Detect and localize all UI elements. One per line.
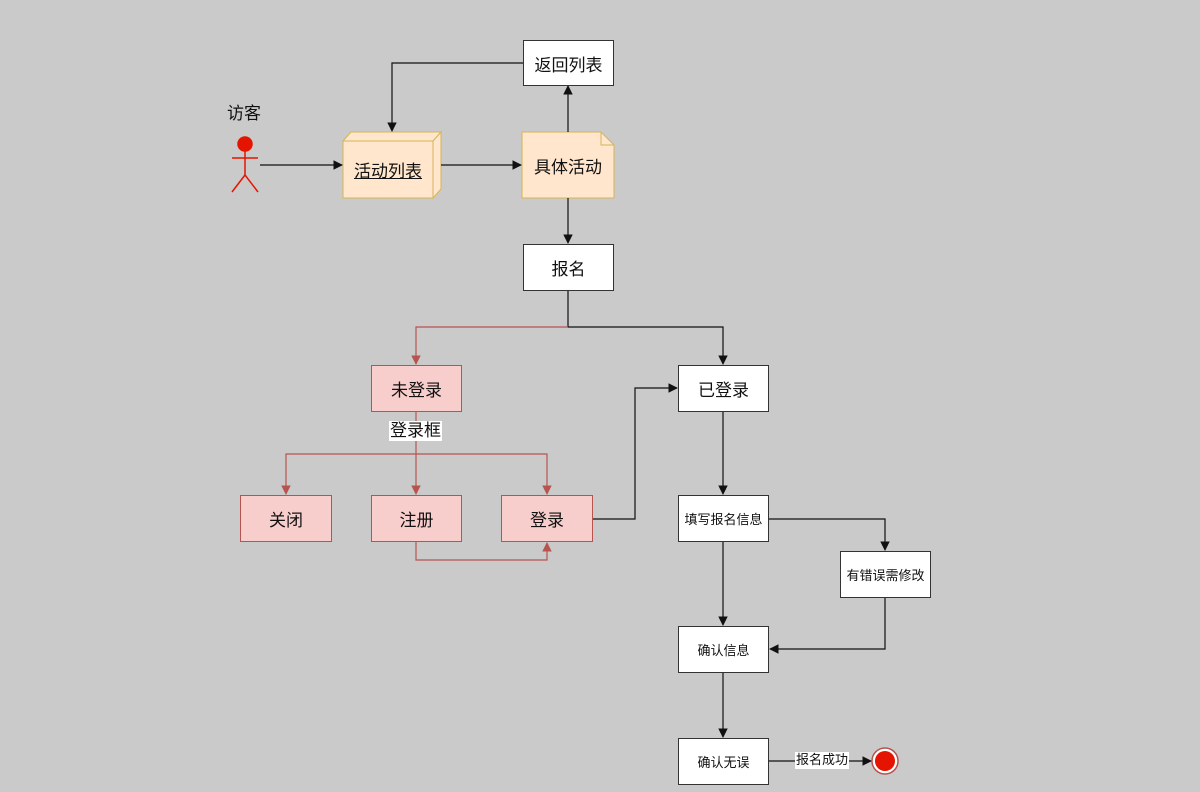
edge-box-to-login bbox=[416, 453, 552, 495]
back-to-list-node[interactable]: 返回列表 bbox=[523, 40, 614, 86]
login-box-edge-label: 登录框 bbox=[389, 421, 442, 441]
logged-in-node[interactable]: 已登录 bbox=[678, 365, 769, 412]
register-label: 注册 bbox=[399, 511, 434, 531]
edge-fill-to-fix bbox=[769, 518, 890, 551]
fill-info-node[interactable]: 填写报名信息 bbox=[678, 495, 769, 542]
confirmed-ok-node[interactable]: 确认无误 bbox=[678, 738, 769, 785]
needs-fix-label: 有错误需修改 bbox=[846, 569, 925, 584]
edge-signup-to-logged-in bbox=[567, 291, 728, 365]
edge-box-to-close bbox=[281, 453, 416, 495]
activity-detail-label: 具体活动 bbox=[534, 157, 602, 178]
close-label: 关闭 bbox=[269, 511, 303, 531]
register-node[interactable]: 注册 bbox=[371, 495, 462, 542]
signup-node[interactable]: 报名 bbox=[523, 244, 614, 291]
login-node[interactable]: 登录 bbox=[501, 495, 593, 542]
needs-fix-node[interactable]: 有错误需修改 bbox=[840, 551, 931, 598]
signup-success-edge-label: 报名成功 bbox=[795, 752, 850, 769]
actor-figure bbox=[231, 136, 259, 193]
confirmed-ok-label: 确认无误 bbox=[697, 756, 750, 771]
logged-in-label: 已登录 bbox=[698, 381, 749, 401]
close-node[interactable]: 关闭 bbox=[240, 495, 332, 542]
back-to-list-label: 返回列表 bbox=[534, 55, 603, 76]
edge-register-to-login bbox=[415, 542, 552, 561]
actor-label: 访客 bbox=[227, 104, 261, 124]
confirm-info-label: 确认信息 bbox=[697, 644, 750, 659]
not-logged-in-node[interactable]: 未登录 bbox=[371, 365, 462, 412]
end-state bbox=[871, 747, 899, 775]
fill-info-label: 填写报名信息 bbox=[684, 513, 763, 528]
edge-back-to-list bbox=[387, 62, 523, 132]
activity-detail-node[interactable]: 具体活动 bbox=[522, 132, 614, 198]
login-label: 登录 bbox=[530, 511, 564, 531]
activity-list-node[interactable]: 活动列表 bbox=[343, 141, 433, 198]
signup-label: 报名 bbox=[551, 260, 586, 280]
activity-detail-note-shape bbox=[521, 131, 615, 199]
edge-signup-to-not-logged-in bbox=[411, 326, 568, 365]
activity-list-label: 活动列表 bbox=[354, 162, 422, 182]
edge-login-to-logged-in bbox=[593, 383, 678, 520]
edge-fix-to-confirm bbox=[769, 598, 886, 654]
not-logged-in-label: 未登录 bbox=[391, 381, 442, 401]
confirm-info-node[interactable]: 确认信息 bbox=[678, 626, 769, 673]
activity-list-cube-shape bbox=[341, 130, 443, 200]
